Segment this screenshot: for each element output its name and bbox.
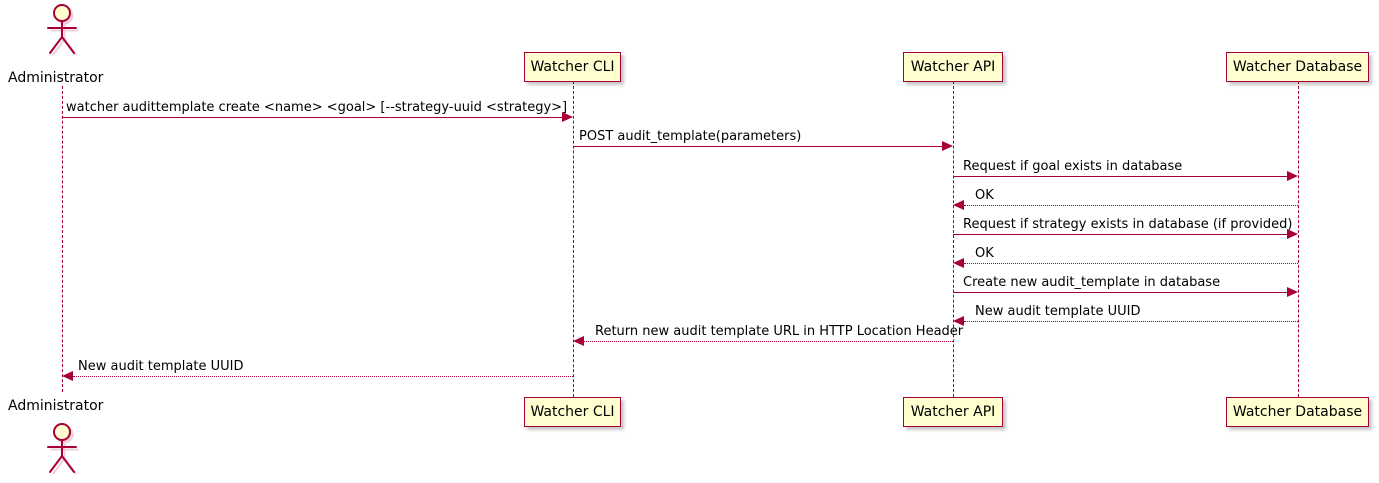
lifeline-watcher-api bbox=[953, 81, 954, 397]
message-arrowhead-7 bbox=[1287, 287, 1298, 297]
lifeline-watcher-cli bbox=[573, 81, 574, 397]
participant-box-watcher-cli-top[interactable]: Watcher CLI bbox=[524, 52, 621, 82]
participant-box-watcher-api-bottom[interactable]: Watcher API bbox=[903, 397, 1003, 427]
message-label-3: Request if goal exists in database bbox=[963, 159, 1183, 174]
participant-box-watcher-api-top[interactable]: Watcher API bbox=[903, 52, 1003, 82]
message-label-1: watcher audittemplate create <name> <goa… bbox=[66, 100, 568, 115]
message-arrowhead-2 bbox=[942, 141, 953, 151]
message-line-8 bbox=[964, 321, 1298, 322]
message-arrowhead-3 bbox=[1287, 171, 1298, 181]
message-label-7: Create new audit_template in database bbox=[963, 275, 1221, 290]
message-label-6: OK bbox=[975, 246, 994, 261]
message-line-5 bbox=[953, 234, 1287, 235]
message-line-6 bbox=[964, 263, 1298, 264]
message-arrowhead-1 bbox=[562, 112, 573, 122]
message-line-10 bbox=[73, 376, 573, 377]
participant-label-watcher-cli-bottom: Watcher CLI bbox=[530, 404, 615, 420]
actor-administrator-bottom-label: Administrator bbox=[8, 398, 104, 414]
message-line-2 bbox=[573, 146, 942, 147]
participant-box-watcher-database-top[interactable]: Watcher Database bbox=[1226, 52, 1369, 82]
lifeline-watcher-database bbox=[1298, 81, 1299, 397]
message-arrowhead-8 bbox=[953, 316, 964, 326]
lifeline-administrator bbox=[62, 86, 63, 392]
message-arrowhead-10 bbox=[62, 371, 73, 381]
message-arrowhead-9 bbox=[573, 336, 584, 346]
message-label-4: OK bbox=[975, 188, 994, 203]
participant-box-watcher-cli-bottom[interactable]: Watcher CLI bbox=[524, 397, 621, 427]
actor-administrator-top bbox=[40, 3, 84, 57]
participant-box-watcher-database-bottom[interactable]: Watcher Database bbox=[1226, 397, 1369, 427]
message-label-8: New audit template UUID bbox=[975, 304, 1141, 319]
message-label-5: Request if strategy exists in database (… bbox=[963, 217, 1293, 232]
participant-label-watcher-database-bottom: Watcher Database bbox=[1232, 404, 1363, 420]
actor-administrator-bottom bbox=[40, 422, 84, 476]
message-label-10: New audit template UUID bbox=[78, 359, 244, 374]
participant-label-watcher-database-top: Watcher Database bbox=[1232, 59, 1363, 75]
message-line-3 bbox=[953, 176, 1287, 177]
message-arrowhead-4 bbox=[953, 200, 964, 210]
message-label-2: POST audit_template(parameters) bbox=[579, 129, 802, 144]
message-arrowhead-6 bbox=[953, 258, 964, 268]
message-line-7 bbox=[953, 292, 1287, 293]
participant-label-watcher-api-bottom: Watcher API bbox=[910, 404, 996, 420]
message-line-1 bbox=[62, 117, 562, 118]
participant-label-watcher-api-top: Watcher API bbox=[910, 59, 996, 75]
message-label-9: Return new audit template URL in HTTP Lo… bbox=[595, 324, 964, 339]
actor-administrator-top-label: Administrator bbox=[8, 70, 104, 86]
message-line-9 bbox=[584, 341, 953, 342]
message-arrowhead-5 bbox=[1287, 229, 1298, 239]
participant-label-watcher-cli-top: Watcher CLI bbox=[530, 59, 615, 75]
message-line-4 bbox=[964, 205, 1298, 206]
